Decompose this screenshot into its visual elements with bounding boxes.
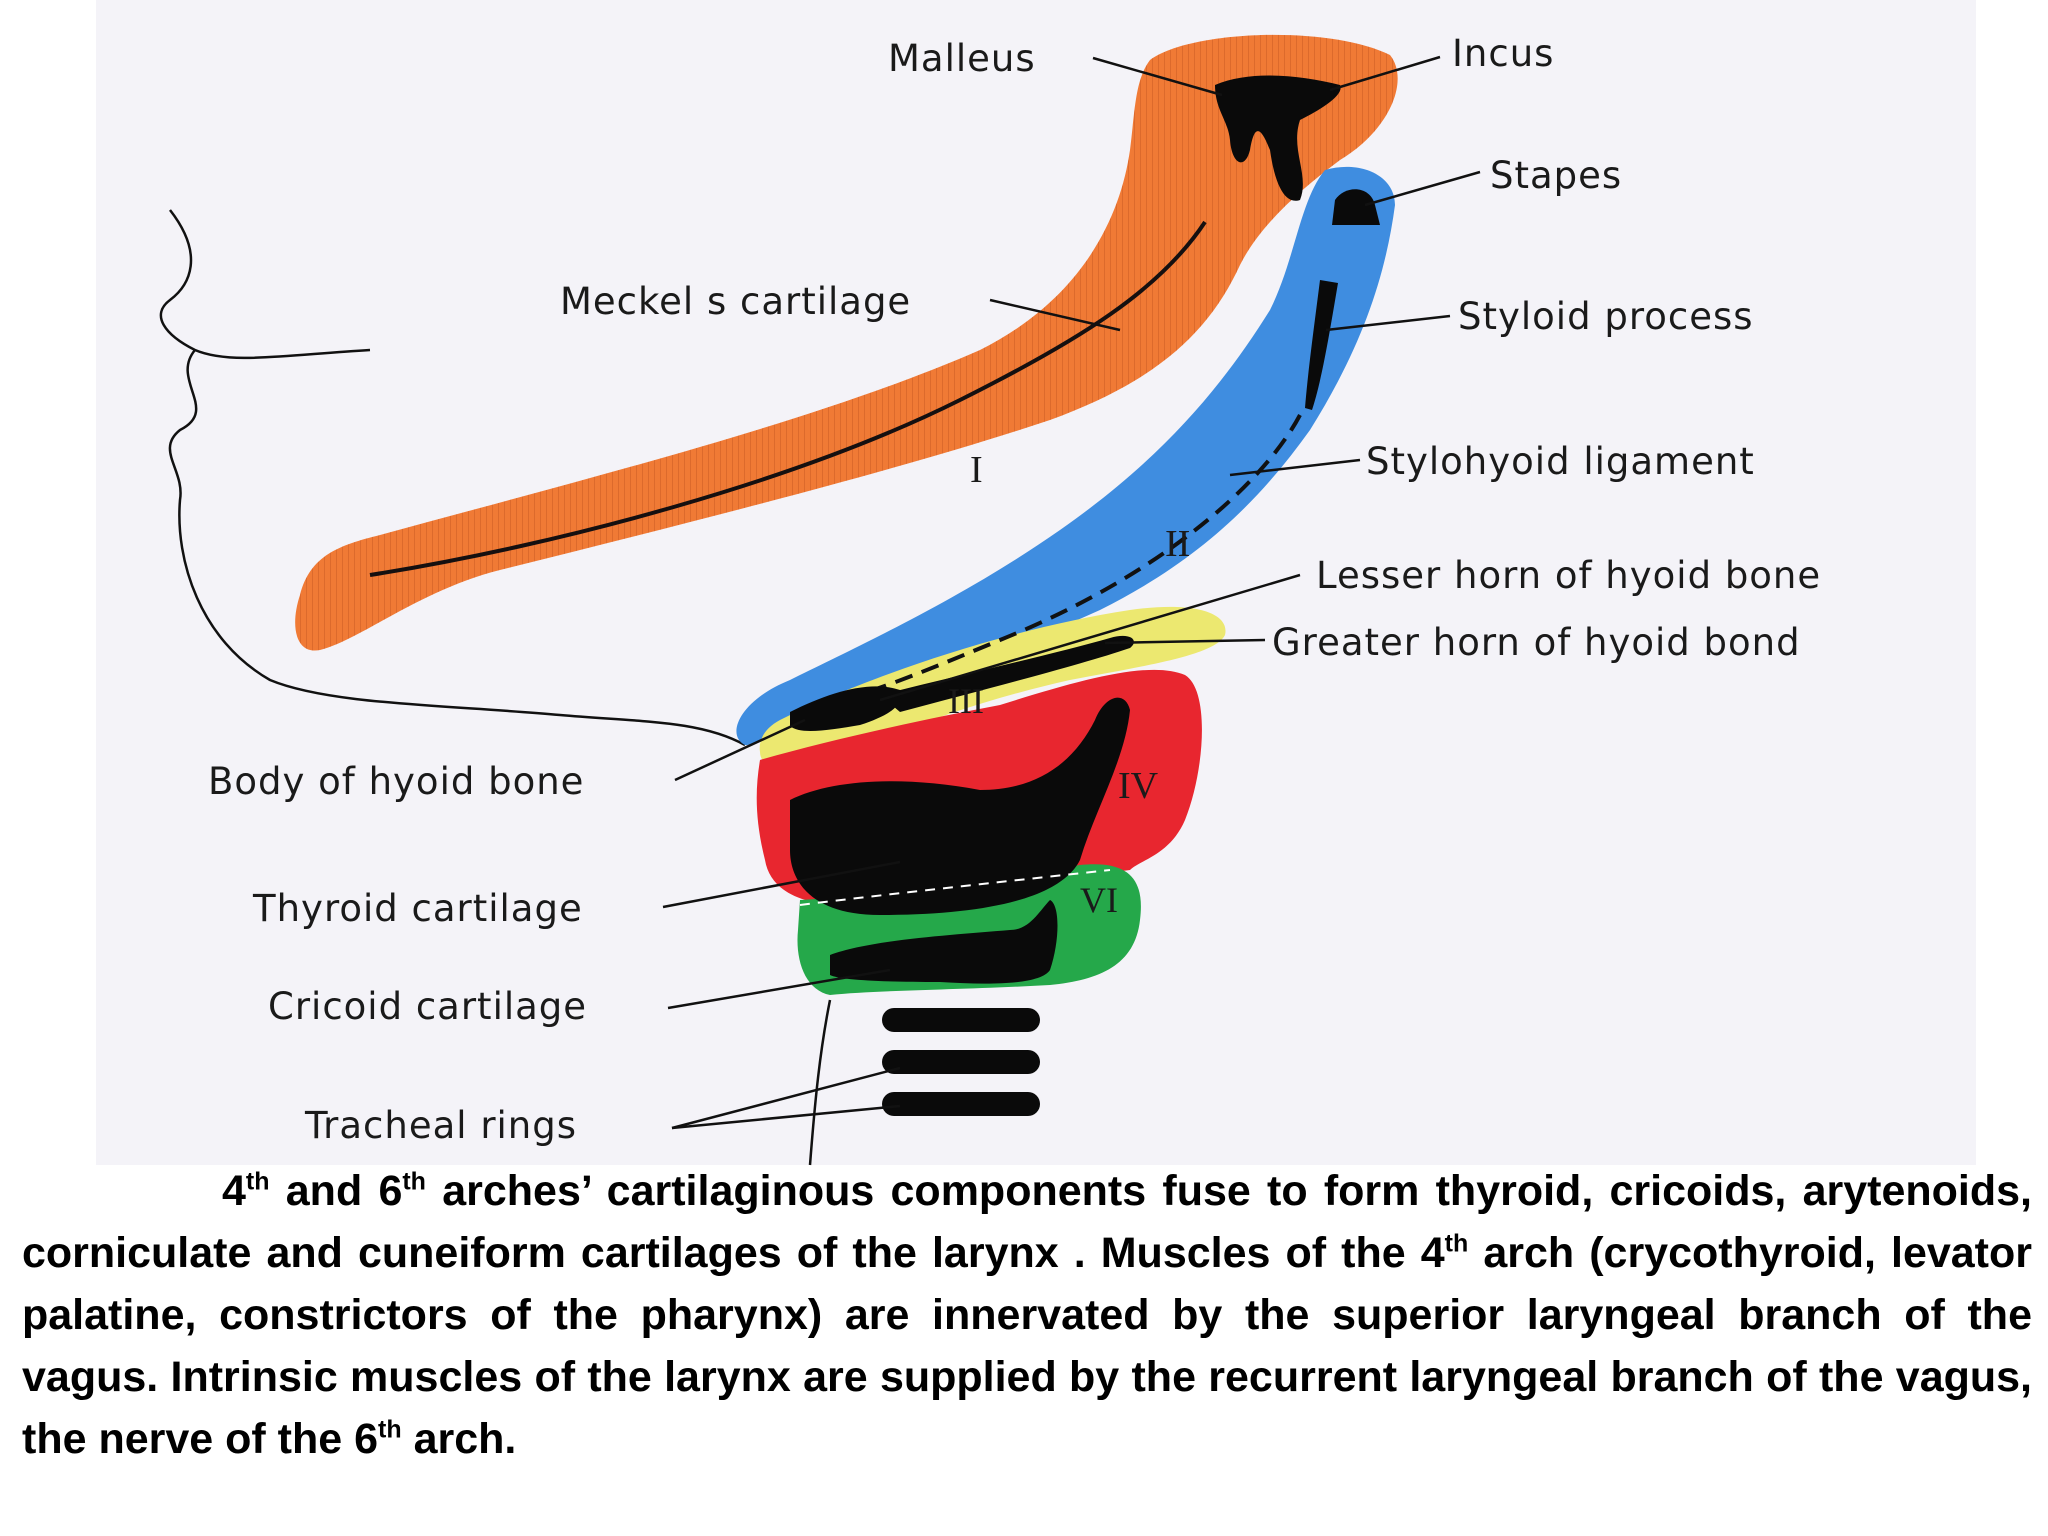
label-lesser-horn: Lesser horn of hyoid bone bbox=[1316, 554, 1822, 597]
leader-lines bbox=[662, 55, 1481, 1130]
cricoid-cartilage-shape bbox=[830, 900, 1058, 984]
label-malleus: Malleus bbox=[888, 37, 1036, 80]
arch-numeral-3: III bbox=[948, 681, 984, 721]
leader-tracheal-2 bbox=[671, 1104, 901, 1130]
tracheal-ring-1 bbox=[882, 1008, 1040, 1032]
leader-body-hyoid bbox=[674, 718, 806, 782]
arch-numeral-4: IV bbox=[1118, 765, 1159, 807]
label-styloid-process: Styloid process bbox=[1458, 295, 1754, 338]
label-stylohyoid-ligament: Stylohyoid ligament bbox=[1366, 440, 1755, 483]
malleus-incus-shape bbox=[1215, 75, 1341, 201]
neck-line bbox=[808, 999, 832, 1166]
label-stapes: Stapes bbox=[1490, 154, 1623, 197]
leader-tracheal-1 bbox=[671, 1066, 901, 1130]
leader-thyroid bbox=[662, 860, 901, 909]
label-meckels-cartilage: Meckel s cartilage bbox=[560, 280, 912, 323]
meckels-cartilage-bar bbox=[369, 220, 1207, 577]
label-body-hyoid: Body of hyoid bone bbox=[208, 760, 585, 803]
arch-numeral-6: VI bbox=[1080, 880, 1118, 920]
caption-text-2: and 6 bbox=[269, 1167, 403, 1215]
leader-incus bbox=[1329, 55, 1441, 92]
caption-text-1: 4 bbox=[222, 1167, 246, 1215]
hyoid-body-shape bbox=[790, 686, 901, 731]
leader-malleus bbox=[1092, 56, 1223, 97]
caption-text-5: arch. bbox=[401, 1415, 517, 1463]
leader-cricoid bbox=[667, 968, 891, 1010]
leader-styloid bbox=[1325, 314, 1451, 332]
label-tracheal-rings: Tracheal rings bbox=[305, 1104, 578, 1147]
tracheal-ring-2 bbox=[882, 1050, 1040, 1074]
caption-superscript-4: th bbox=[378, 1415, 402, 1444]
arch-numeral-1: I bbox=[970, 449, 983, 491]
arch-2-region bbox=[736, 166, 1395, 745]
caption-superscript-2: th bbox=[402, 1167, 426, 1196]
face-profile-line bbox=[159, 209, 746, 747]
leader-greater-horn bbox=[1104, 638, 1266, 645]
leader-stylohyoid bbox=[1229, 458, 1361, 477]
caption-text-4: arch (crycothyroid, levator palatine, co… bbox=[22, 1229, 2033, 1463]
thyroid-cartilage-shape bbox=[790, 697, 1130, 915]
caption-paragraph: 4th and 6th arches’ cartilaginous compon… bbox=[22, 1160, 2032, 1470]
stapes-shape bbox=[1332, 189, 1380, 225]
label-incus: Incus bbox=[1452, 32, 1555, 75]
leader-stapes bbox=[1364, 170, 1481, 207]
arch-numeral-2: II bbox=[1165, 523, 1190, 565]
label-thyroid-cartilage: Thyroid cartilage bbox=[253, 887, 583, 930]
caption-superscript-3: th bbox=[1444, 1229, 1469, 1258]
greater-horn-shape bbox=[880, 635, 1134, 712]
thyroid-cricoid-dashed bbox=[799, 869, 1111, 906]
caption-superscript-1: th bbox=[245, 1167, 270, 1196]
caption-text-3: arches’ cartilaginous components fuse to… bbox=[22, 1167, 2032, 1277]
label-greater-horn: Greater horn of hyoid bond bbox=[1272, 621, 1801, 664]
pharyngeal-arches-diagram: I II III IV VI bbox=[159, 34, 1481, 1166]
leader-lesser-horn bbox=[879, 573, 1301, 702]
arch-1-hatching bbox=[295, 34, 1398, 651]
styloid-process-shape bbox=[1305, 280, 1338, 410]
label-cricoid-cartilage: Cricoid cartilage bbox=[268, 985, 588, 1028]
leader-meckels bbox=[989, 298, 1121, 332]
tracheal-ring-3 bbox=[882, 1092, 1040, 1116]
